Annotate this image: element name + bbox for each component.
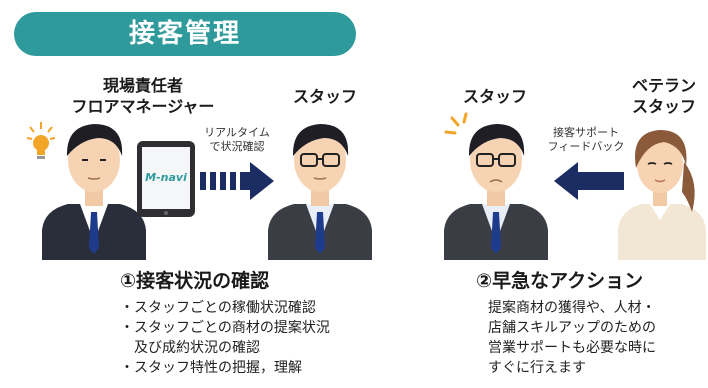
section1-bullet-1: ・スタッフごとの稼働状況確認 (120, 300, 316, 316)
tablet-brand-label: M-navi (145, 171, 187, 184)
section1-bullets: ・スタッフごとの稼働状況確認 ・スタッフごとの商材の提案状況 及び成約状況の確認… (120, 298, 420, 378)
staff-label-left: スタッフ (292, 87, 357, 106)
section2-line-1: 提案商材の獲得や、人材・ (488, 300, 656, 316)
veteran-label-line1: ベテラン (631, 76, 696, 95)
sparkle-icon (444, 112, 468, 135)
arrow-left-icon (554, 162, 624, 200)
section2-text: 提案商材の獲得や、人材・ 店舗スキルアップのための 営業サポートも必要な時に す… (488, 298, 700, 378)
veteran-label-line2: スタッフ (631, 97, 696, 116)
section2-line-2: 店舗スキルアップのための (488, 320, 656, 336)
section1-bullet-3: 及び成約状況の確認 (120, 340, 260, 356)
manager-label-line2: フロアマネージャー (71, 97, 215, 116)
veteran-figure (618, 130, 706, 260)
realtime-label-line2: で状況確認 (209, 140, 265, 153)
manager-figure (42, 124, 146, 260)
realtime-label: リアルタイム で状況確認 (192, 126, 282, 154)
veteran-label: ベテラン スタッフ (620, 75, 708, 117)
section1-title: ①接客状況の確認 (120, 270, 270, 292)
staff-figure-right (444, 124, 548, 260)
realtime-label-line1: リアルタイム (204, 126, 270, 139)
tablet-icon (137, 141, 195, 217)
staff-figure-left (268, 124, 372, 260)
section2-line-4: すぐに行えます (488, 360, 586, 376)
manager-label-line1: 現場責任者 (102, 76, 183, 95)
manager-label: 現場責任者 フロアマネージャー (58, 75, 228, 117)
support-label-line2: フィードバック (547, 140, 625, 153)
section2-title: ②早急なアクション (476, 270, 644, 292)
page-title-banner: 接客管理 (14, 12, 356, 56)
support-label: 接客サポート フィードバック (540, 126, 632, 154)
staff-label-right: スタッフ (462, 87, 527, 106)
arrow-right-icon (200, 162, 274, 200)
support-label-line1: 接客サポート (553, 126, 619, 139)
lightbulb-icon (26, 122, 56, 159)
section1-bullet-4: ・スタッフ特性の把握，理解 (120, 360, 302, 376)
section2-line-3: 営業サポートも必要な時に (488, 340, 656, 356)
section1-bullet-2: ・スタッフごとの商材の提案状況 (120, 320, 330, 336)
